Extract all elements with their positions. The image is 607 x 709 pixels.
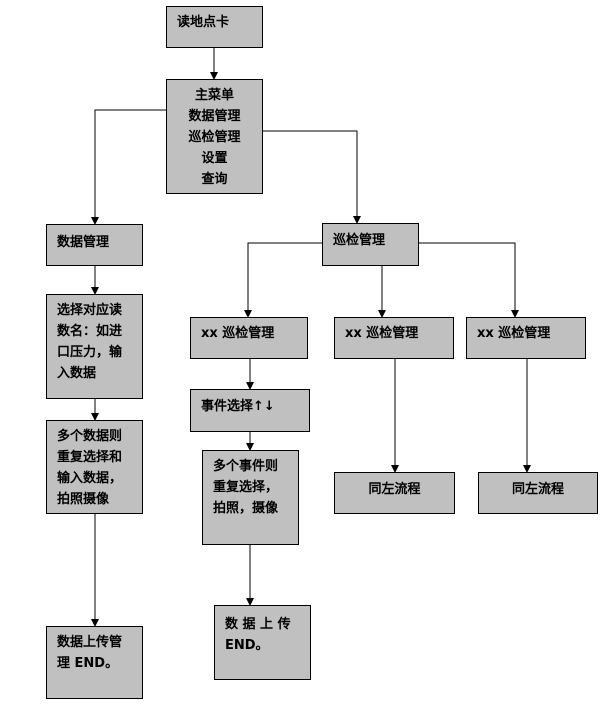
repeat-event-line: 多个事件则: [213, 459, 279, 474]
repeat-data-box: 多个数据则 重复选择和 输入数据， 拍照摄像: [46, 420, 143, 514]
data-management-label: 数据管理: [57, 235, 110, 250]
repeat-data-line: 多个数据则: [57, 429, 123, 444]
upload-left-line: 理 END。: [57, 656, 119, 671]
select-data-line: 口压力，输: [57, 345, 123, 360]
repeat-data-line: 重复选择和: [57, 450, 123, 465]
upload-mid-line: 数 据 上 传: [225, 617, 291, 632]
main-menu-line: 数据管理: [188, 109, 241, 124]
repeat-event-box: 多个事件则 重复选择， 拍照，摄像: [202, 450, 299, 545]
upload-mid-line: END。: [225, 638, 269, 653]
xx-patrol-label-2: xx 巡检管理: [345, 326, 419, 341]
upload-left-line: 数据上传管: [57, 635, 123, 650]
repeat-event-line: 拍照，摄像: [213, 501, 279, 516]
xx-patrol-label-3: xx 巡检管理: [477, 326, 551, 341]
repeat-data-line: 拍照摄像: [57, 492, 110, 507]
select-data-line: 入数据: [57, 366, 97, 381]
xx-patrol-label-1: xx 巡检管理: [201, 326, 275, 341]
xx-patrol-box-1: xx 巡检管理: [190, 317, 308, 359]
upload-left-box: 数据上传管 理 END。: [46, 626, 143, 699]
select-data-line: 选择对应读: [57, 303, 123, 318]
upload-mid-box: 数 据 上 传 END。: [214, 605, 311, 680]
same-flow-box-2: 同左流程: [478, 472, 598, 514]
select-data-box: 选择对应读 数名：如进 口压力，输 入数据: [46, 294, 143, 399]
patrol-management-label: 巡检管理: [333, 233, 386, 248]
main-menu-line: 巡检管理: [188, 130, 241, 145]
same-flow-box-1: 同左流程: [334, 472, 455, 514]
event-select-label: 事件选择↑↓: [201, 399, 275, 414]
main-menu-line: 查询: [201, 172, 228, 187]
main-menu-line: 设置: [201, 151, 228, 166]
select-data-line: 数名：如进: [57, 324, 123, 339]
read-card-box: 读地点卡: [166, 6, 263, 48]
xx-patrol-box-3: xx 巡检管理: [466, 317, 586, 359]
main-menu-box: 主菜单 数据管理 巡检管理 设置 查询: [166, 79, 263, 194]
patrol-management-box: 巡检管理: [322, 223, 419, 266]
repeat-event-line: 重复选择，: [213, 480, 279, 495]
same-flow-label-1: 同左流程: [368, 482, 421, 497]
main-menu-line: 主菜单: [194, 88, 234, 103]
data-management-box: 数据管理: [46, 224, 143, 266]
xx-patrol-box-2: xx 巡检管理: [334, 317, 454, 359]
event-select-box: 事件选择↑↓: [190, 389, 310, 432]
read-card-label: 读地点卡: [177, 15, 230, 30]
repeat-data-line: 输入数据，: [57, 471, 123, 486]
same-flow-label-2: 同左流程: [511, 482, 564, 497]
